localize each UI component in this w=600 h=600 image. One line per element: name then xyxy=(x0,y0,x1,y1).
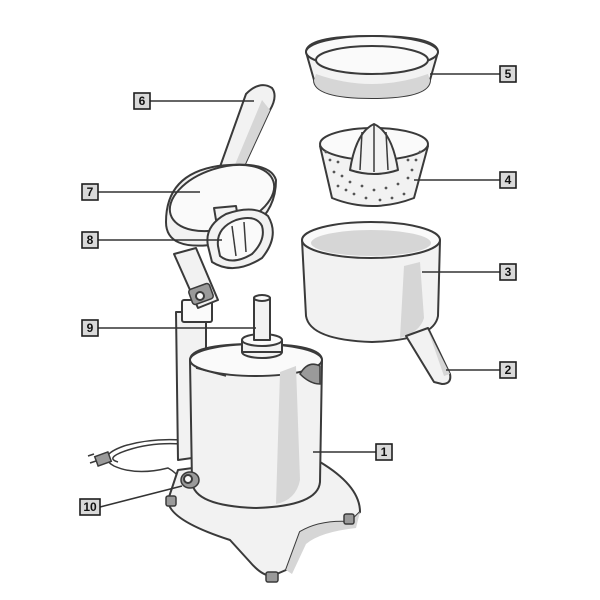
callout-3: 3 xyxy=(499,263,517,281)
callout-4: 4 xyxy=(499,171,517,189)
callout-1: 1 xyxy=(375,443,393,461)
svg-text:6: 6 xyxy=(139,94,146,108)
svg-text:5: 5 xyxy=(505,67,512,81)
callout-6: 6 xyxy=(133,92,151,110)
svg-text:1: 1 xyxy=(381,445,388,459)
svg-text:9: 9 xyxy=(87,321,94,335)
part-press-cup xyxy=(206,205,274,269)
power-cord xyxy=(87,438,183,491)
leader-10 xyxy=(99,485,183,508)
svg-text:10: 10 xyxy=(83,500,97,514)
part-spout xyxy=(405,327,452,385)
part-arm-linkage xyxy=(173,247,219,309)
callout-7: 7 xyxy=(81,183,99,201)
callout-9: 9 xyxy=(81,319,99,337)
svg-text:4: 4 xyxy=(505,173,512,187)
callout-5: 5 xyxy=(499,65,517,83)
part-drive-shaft xyxy=(241,294,283,359)
callout-8: 8 xyxy=(81,231,99,249)
part-juice-bowl xyxy=(301,221,441,343)
svg-text:8: 8 xyxy=(87,233,94,247)
part-knob xyxy=(180,471,200,489)
callout-10: 10 xyxy=(79,498,101,516)
svg-text:7: 7 xyxy=(87,185,94,199)
strainer-holes xyxy=(324,150,422,202)
callout-2: 2 xyxy=(499,361,517,379)
svg-text:2: 2 xyxy=(505,363,512,377)
svg-text:3: 3 xyxy=(505,265,512,279)
part-motor-housing xyxy=(189,343,323,509)
part-strainer-basket xyxy=(319,123,429,207)
part-ring-lid xyxy=(305,35,439,99)
leader-lines xyxy=(98,73,500,508)
